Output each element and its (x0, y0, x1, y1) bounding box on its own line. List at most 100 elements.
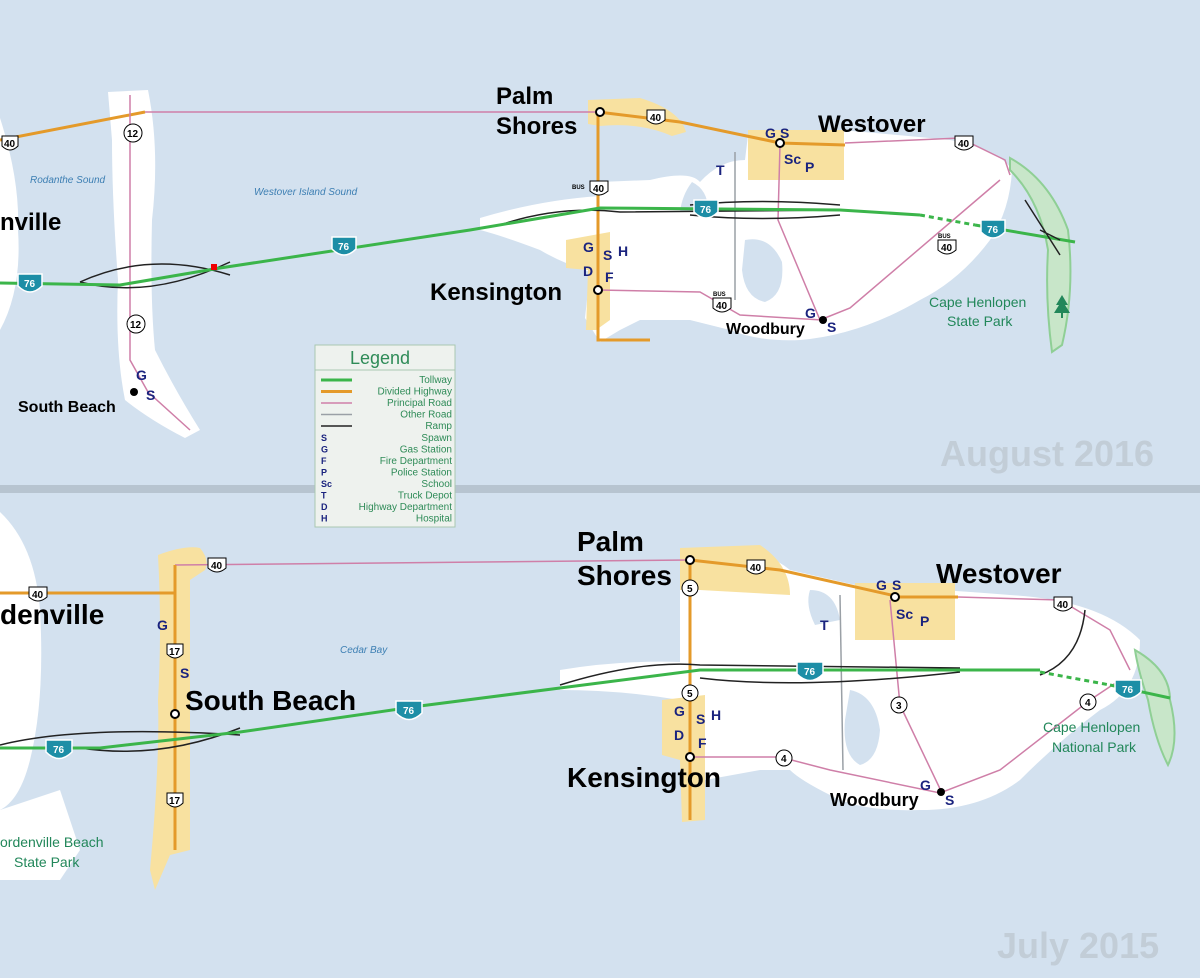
legend-symbol-school: Sc (321, 479, 332, 489)
legend-label-principal-road: Principal Road (387, 398, 452, 409)
svg-text:17: 17 (169, 647, 181, 658)
city-kensington-top: Kensington (430, 279, 562, 306)
main-island-top (480, 130, 1012, 342)
svg-text:4: 4 (1085, 698, 1091, 709)
westover-dot-top (775, 138, 785, 148)
cape-henlopen-bottom (1133, 648, 1176, 768)
legend-label-gas-station: Gas Station (400, 445, 452, 456)
route17-shield-bottom-2: 17 (166, 792, 184, 808)
us40-shield-bottom-1: 40 (28, 586, 48, 602)
poi-spawn-kensington-bottom: S (696, 711, 705, 727)
principal-us40-bottom (174, 559, 691, 566)
svg-text:40: 40 (958, 139, 970, 150)
kensington-dot-top (593, 285, 603, 295)
svg-text:BUS: BUS (938, 234, 951, 240)
i76-bridge-top (919, 213, 976, 227)
legend-label-tollway: Tollway (419, 375, 452, 386)
city-palm-bottom-2: Shores (577, 560, 672, 591)
kensington-town-bottom (662, 695, 705, 822)
svg-text:40: 40 (1057, 600, 1069, 611)
svg-text:40: 40 (650, 113, 662, 124)
cape-ramps-top (1024, 199, 1061, 256)
svg-text:5: 5 (687, 584, 693, 595)
palm-shores-dot-bottom (685, 555, 695, 565)
us40-shield-top-1: 40 (1, 135, 19, 151)
poi-gas-kensington-top: G (583, 239, 594, 255)
route4-shield-bottom-1: 4 (775, 749, 793, 767)
poi-school-westover-top: Sc (784, 151, 801, 167)
poi-spawn-woodbury-bottom: S (945, 792, 954, 808)
route5-shield-bottom-1: 5 (681, 579, 699, 597)
park-left-2: State Park (14, 854, 80, 870)
svg-text:40: 40 (716, 301, 728, 312)
svg-text:3: 3 (896, 701, 902, 712)
legend-symbol-truck-depot: T (321, 491, 327, 501)
us40-west-top (0, 110, 146, 142)
legend-symbol-police-station: P (321, 468, 327, 478)
water-cedar-bay: Cedar Bay (340, 645, 388, 656)
city-cut-left-top: nville (0, 209, 61, 236)
i76-top (0, 206, 921, 287)
poi-hospital-bottom: H (711, 707, 721, 723)
left-mainland-top (0, 118, 19, 330)
svg-text:40: 40 (4, 139, 16, 150)
city-palm-top-2: Shores (496, 113, 577, 140)
poi-school-westover-bottom: Sc (896, 606, 913, 622)
legend-symbol-gas-station: G (321, 445, 328, 455)
city-cut-left-bottom: denville (0, 599, 104, 630)
svg-text:12: 12 (130, 320, 142, 331)
city-woodbury-top: Woodbury (726, 321, 805, 338)
legend-symbol-highway-department: D (321, 502, 328, 512)
legend-label-ramp: Ramp (425, 421, 452, 432)
i76-shield-top-1: 76 (17, 273, 43, 293)
svg-text:76: 76 (403, 706, 415, 717)
svg-text:76: 76 (1122, 685, 1134, 696)
us40-shield-bottom-3: 40 (746, 559, 766, 575)
city-palm-top-1: Palm (496, 83, 553, 110)
poi-spawn-southbeach-bottom: S (180, 665, 189, 681)
legend-box (314, 344, 456, 528)
legend-label-spawn: Spawn (421, 433, 452, 444)
svg-text:40: 40 (32, 590, 44, 601)
poi-gas-kensington-bottom: G (674, 703, 685, 719)
legend-label-fire-department: Fire Department (380, 456, 452, 467)
edition-label-bottom: July 2015 (997, 925, 1159, 966)
i76-shield-bottom-3: 76 (796, 661, 824, 682)
water-rodanthe: Rodanthe Sound (30, 175, 106, 186)
poi-spawn-westover-bottom: S (892, 577, 901, 593)
legend-label-hospital: Hospital (416, 514, 452, 525)
legend-label-school: School (421, 479, 452, 490)
poi-gas-westover-top: G (765, 125, 776, 141)
poi-fire-bottom: F (698, 735, 707, 751)
south-beach-dot-top (130, 388, 138, 396)
palm-shores-town-bottom (680, 545, 790, 595)
poi-spawn-kensington-top: S (603, 247, 612, 263)
svg-text:76: 76 (53, 745, 65, 756)
ramp-center-top (499, 209, 841, 226)
route12-shield-top-2: 12 (126, 314, 146, 334)
edition-divider (0, 485, 1200, 493)
i76-bridge-bottom (1039, 670, 1111, 687)
palm-shores-dot-top (595, 107, 605, 117)
poi-truck-top: T (716, 162, 725, 178)
svg-text:17: 17 (169, 796, 181, 807)
ramp-center-bottom (559, 609, 1086, 686)
poi-spawn-woodbury-top: S (827, 319, 836, 335)
svg-text:76: 76 (338, 242, 350, 253)
inlet-bottom (808, 590, 840, 625)
city-westover-top: Westover (818, 111, 926, 138)
us40-palm-shores-top (597, 110, 846, 147)
park-right-2: National Park (1052, 739, 1137, 755)
toll-marker-top (211, 264, 217, 270)
city-westover-bottom: Westover (936, 558, 1062, 589)
legend-label-police-station: Police Station (391, 468, 452, 479)
poi-gas-westover-bottom: G (876, 577, 887, 593)
park-top-2: State Park (947, 313, 1013, 329)
i76-shield-top-3: 76 (693, 199, 719, 219)
left-park-bottom (0, 790, 80, 880)
poi-gas-southbeach-bottom: G (157, 617, 168, 633)
svg-text:40: 40 (750, 563, 762, 574)
us40-shield-top-3: 40 (954, 135, 974, 151)
